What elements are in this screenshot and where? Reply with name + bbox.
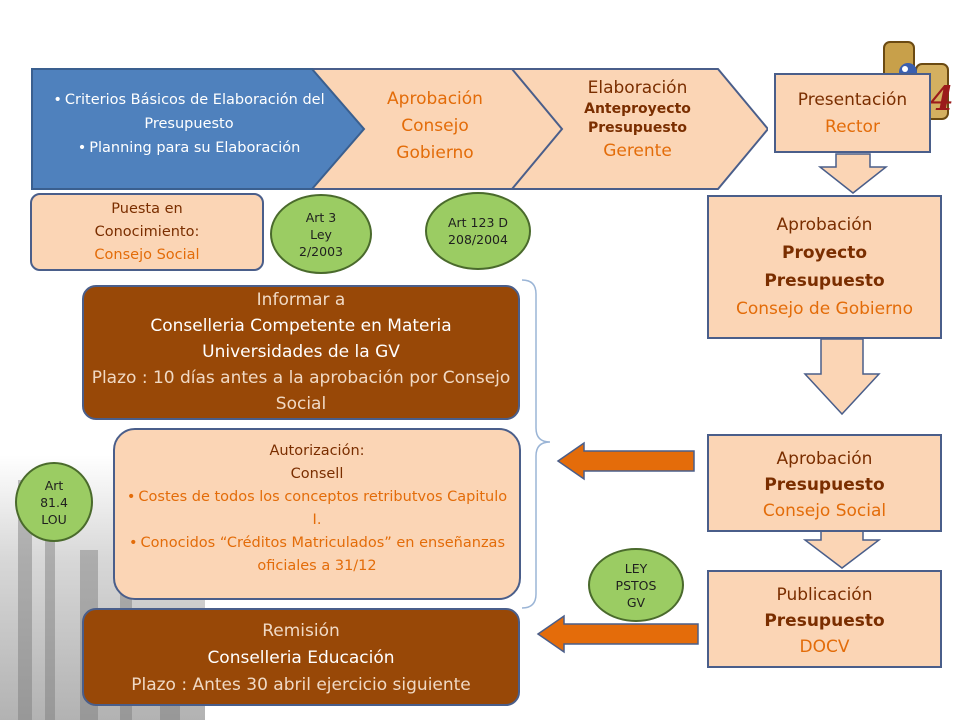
badge-line: 81.4	[40, 494, 68, 510]
step-emphasis: Presupuesto	[764, 611, 885, 631]
criterios-bullet-2: Planning para su Elaboración	[40, 136, 338, 160]
autorizacion-subtitle: Consell	[290, 466, 344, 482]
bracket-connector	[521, 279, 551, 609]
step-body: Consejo de Gobierno	[736, 299, 913, 319]
badge-line: GV	[626, 594, 646, 610]
step-body: Rector	[825, 117, 880, 137]
legal-reference-badge: Art 81.4 LOU	[15, 462, 93, 542]
aprobacion-consejo-step: Aprobación Consejo Gobierno	[360, 86, 510, 167]
legal-reference-badge: Art 3 Ley 2/2003	[270, 194, 372, 274]
step-title: Aprobación	[387, 89, 483, 109]
step-emphasis: Anteproyecto	[584, 101, 691, 117]
elaboracion-step: Elaboración Anteproyecto Presupuesto Ger…	[555, 76, 720, 164]
remision-line: Plazo : Antes 30 abril ejercicio siguien…	[131, 675, 471, 695]
criterios-bullet-1: Criterios Básicos de Elaboración del Pre…	[40, 88, 338, 136]
step-title: Aprobación	[776, 449, 873, 469]
step-title: Aprobación	[776, 215, 873, 235]
presentacion-box: Presentación Rector	[774, 73, 931, 153]
informar-box: Informar a Conselleria Competente en Mat…	[82, 285, 520, 420]
left-arrow-icon	[536, 614, 699, 654]
down-arrow-icon	[803, 530, 881, 569]
step-title: Publicación	[776, 585, 873, 605]
step-emphasis: Presupuesto	[587, 120, 688, 136]
criterios-step: Criterios Básicos de Elaboración del Pre…	[40, 88, 338, 168]
autorizacion-title: Autorización:	[269, 443, 365, 459]
puesta-conocimiento-box: Puesta en Conocimiento: Consejo Social	[30, 193, 264, 271]
down-arrow-icon	[803, 338, 881, 416]
step-title: Elaboración	[587, 78, 688, 98]
badge-line: 2/2003	[299, 243, 343, 259]
step-body: Gerente	[603, 141, 672, 161]
autorizacion-bullet-1: Costes de todos los conceptos retributvo…	[125, 486, 509, 532]
autorizacion-bullet-2: Conocidos “Créditos Matriculados” en ens…	[125, 532, 509, 578]
step-body: DOCV	[799, 637, 850, 657]
step-emphasis: Presupuesto	[764, 271, 885, 291]
badge-line: 208/2004	[448, 232, 508, 247]
informar-line: Conselleria Competente en Materia	[150, 316, 452, 336]
badge-line: Art 3	[305, 209, 337, 225]
step-title: Presentación	[797, 90, 908, 110]
badge-line: Art	[44, 477, 64, 493]
informar-line: Informar a	[256, 290, 346, 310]
puesta-line: Conocimiento:	[94, 224, 200, 240]
autorizacion-box: Autorización: Consell Costes de todos lo…	[113, 428, 521, 600]
badge-line: Ley	[310, 226, 332, 242]
remision-line: Conselleria Educación	[207, 648, 395, 668]
step-emphasis: Presupuesto	[764, 475, 885, 495]
badge-line: LOU	[41, 511, 67, 527]
puesta-line: Consejo Social	[94, 247, 200, 263]
legal-reference-badge: LEY PSTOS GV	[588, 548, 684, 622]
badge-line: Art 123 D	[447, 215, 509, 230]
informar-line: Plazo : 10 días antes a la aprobación po…	[91, 368, 511, 414]
aprobacion-presupuesto-box: Aprobación Presupuesto Consejo Social	[707, 434, 942, 532]
remision-line: Remisión	[262, 621, 340, 641]
remision-box: Remisión Conselleria Educación Plazo : A…	[82, 608, 520, 706]
step-body: Consejo Social	[762, 501, 887, 521]
informar-line: Universidades de la GV	[202, 342, 400, 362]
step-body: Gobierno	[396, 143, 474, 163]
publicacion-box: Publicación Presupuesto DOCV	[707, 570, 942, 668]
badge-line: PSTOS	[615, 577, 657, 593]
step-emphasis: Proyecto	[781, 243, 868, 263]
down-arrow-icon	[818, 153, 888, 194]
aprobacion-proyecto-box: Aprobación Proyecto Presupuesto Consejo …	[707, 195, 942, 339]
legal-reference-badge: Art 123 D 208/2004	[425, 192, 531, 270]
step-body: Consejo	[401, 116, 469, 136]
badge-line: LEY	[624, 560, 648, 576]
left-arrow-icon	[556, 441, 695, 481]
puesta-line: Puesta en	[111, 201, 183, 217]
svg-text:4: 4	[930, 79, 952, 119]
